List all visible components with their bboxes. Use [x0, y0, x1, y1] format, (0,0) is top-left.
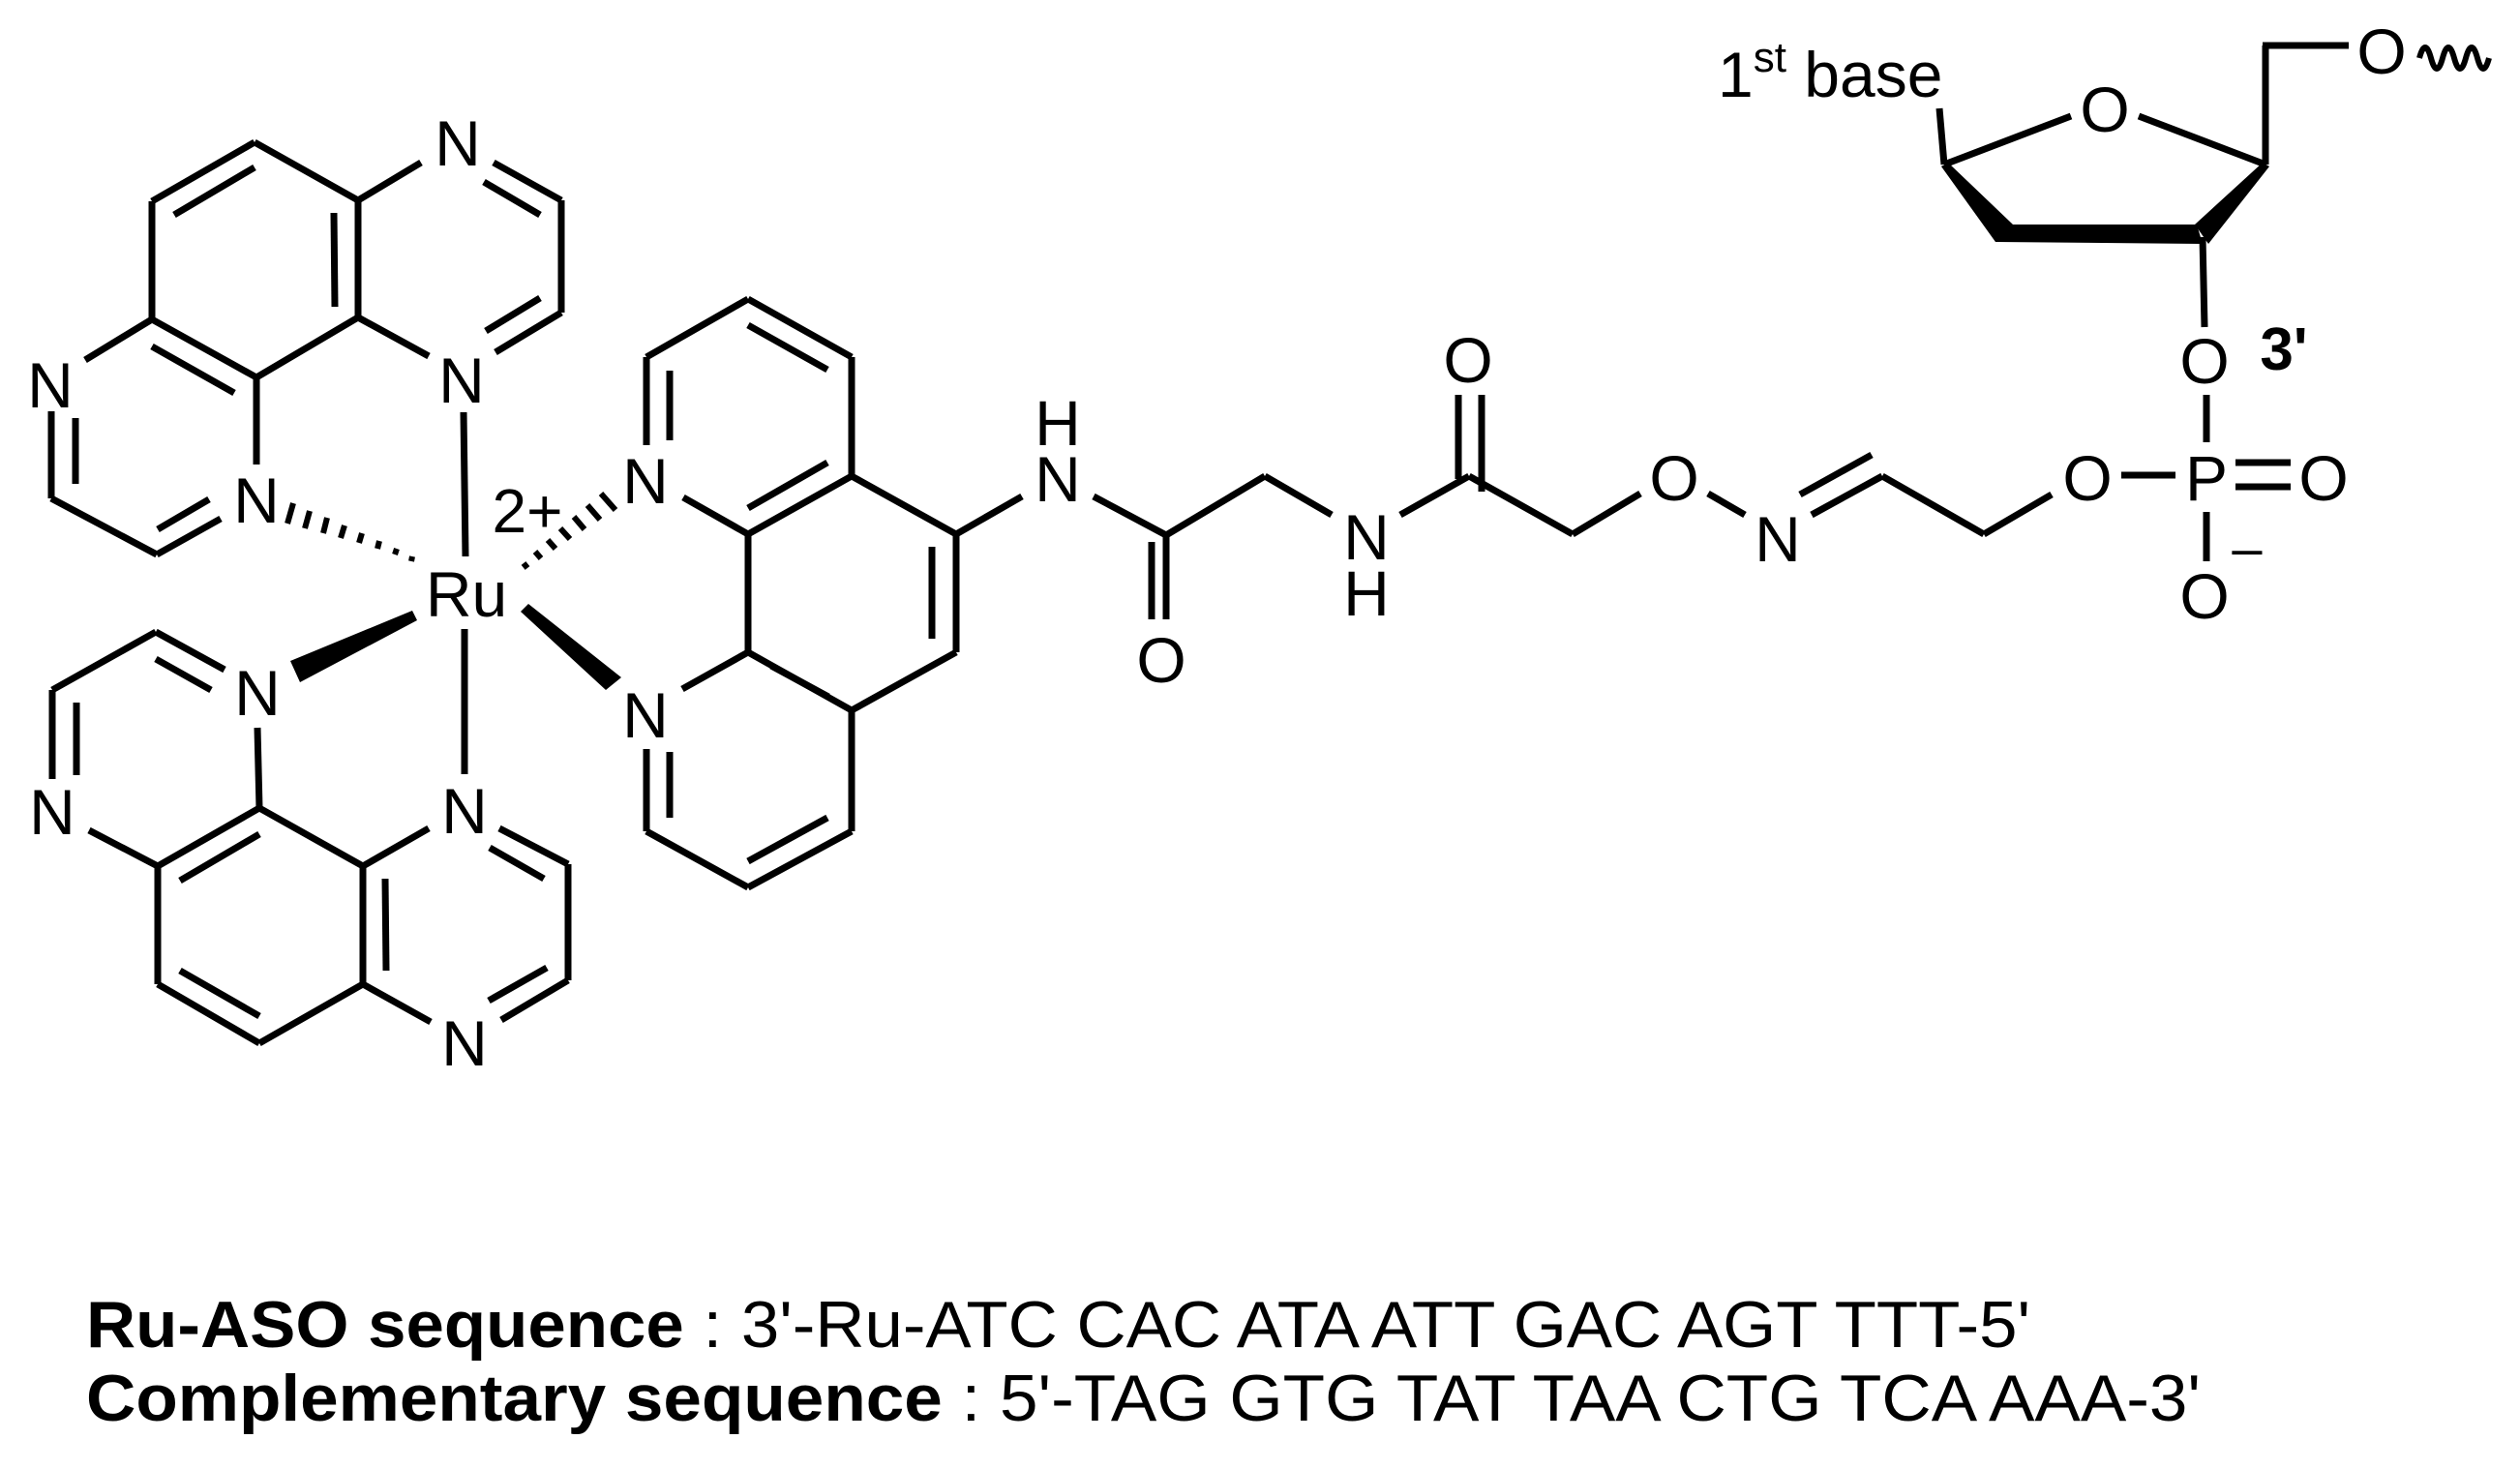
wavy-bond-continuation — [2416, 45, 2492, 72]
linker-chain: N H O N H O O N — [954, 324, 2054, 696]
atom-o-carbonyl-1: O — [1136, 624, 1185, 696]
three-prime-label: 3' — [2260, 316, 2307, 383]
phosphate-group: O P O O – O 3' — [2062, 316, 2348, 632]
deoxyribose-sugar: O O 1st base — [1718, 15, 2492, 328]
atom-n: N — [622, 445, 669, 517]
phosphate-charge-label: – — [2232, 518, 2263, 579]
sequence-legend: Ru-ASO sequence : 3'-Ru-ATC CAC ATA ATT … — [86, 1288, 2201, 1435]
atom-n: N — [438, 345, 485, 416]
sugar-bold-bond — [1995, 225, 2203, 244]
atom-o-phosphate-ester: O — [2062, 442, 2112, 514]
atom-n: N — [234, 657, 281, 729]
atom-n: N — [441, 775, 488, 847]
ru-aso-sequence-line: Ru-ASO sequence : 3'-Ru-ATC CAC ATA ATT … — [86, 1288, 2030, 1362]
hashed-bond-left — [285, 502, 415, 562]
lower-tap-ligand: N N N N — [29, 628, 572, 1079]
first-base-label: 1st base — [1718, 34, 1942, 110]
atom-n: N — [622, 679, 669, 751]
atom-o-phosphoryl: O — [2298, 442, 2348, 514]
atom-h-amide-1: H — [1035, 387, 1081, 459]
atom-ru: Ru — [426, 558, 507, 630]
phenanthroline-ligand: N N — [622, 295, 960, 891]
hashed-bond-right — [521, 492, 618, 570]
sugar-wedge-left — [1941, 163, 2013, 242]
atom-n: N — [27, 349, 74, 421]
atom-n: N — [435, 107, 481, 179]
atom-o-5prime: O — [2356, 15, 2406, 87]
sugar-wedge-right — [2195, 163, 2269, 244]
atom-n-amide-2: N — [1343, 501, 1390, 573]
atom-o-carbonyl-2: O — [1443, 324, 1492, 396]
complex-charge-label: 2+ — [493, 476, 563, 546]
complementary-sequence-line: Complementary sequence : 5'-TAG GTG TAT … — [86, 1362, 2201, 1435]
ru-n-bond-top — [460, 411, 469, 557]
atom-o-phosphate-anion: O — [2179, 560, 2229, 632]
atom-o-ether: O — [1649, 442, 1698, 514]
upper-tap-ligand: N N N N — [27, 107, 565, 558]
atom-o-3prime: O — [2179, 325, 2229, 397]
atom-n: N — [29, 776, 75, 848]
atom-h-amide-2: H — [1343, 557, 1390, 629]
atom-n: N — [441, 1007, 488, 1079]
wedge-bond-left — [290, 611, 417, 682]
ruthenium-center: Ru 2+ — [285, 411, 621, 774]
atom-o-ring: O — [2080, 74, 2129, 145]
wedge-bond-right — [521, 604, 621, 690]
atom-n-amide-1: N — [1035, 443, 1081, 515]
atom-n: N — [233, 465, 280, 536]
atom-n-oxime: N — [1755, 503, 1801, 575]
atom-p: P — [2185, 442, 2228, 514]
